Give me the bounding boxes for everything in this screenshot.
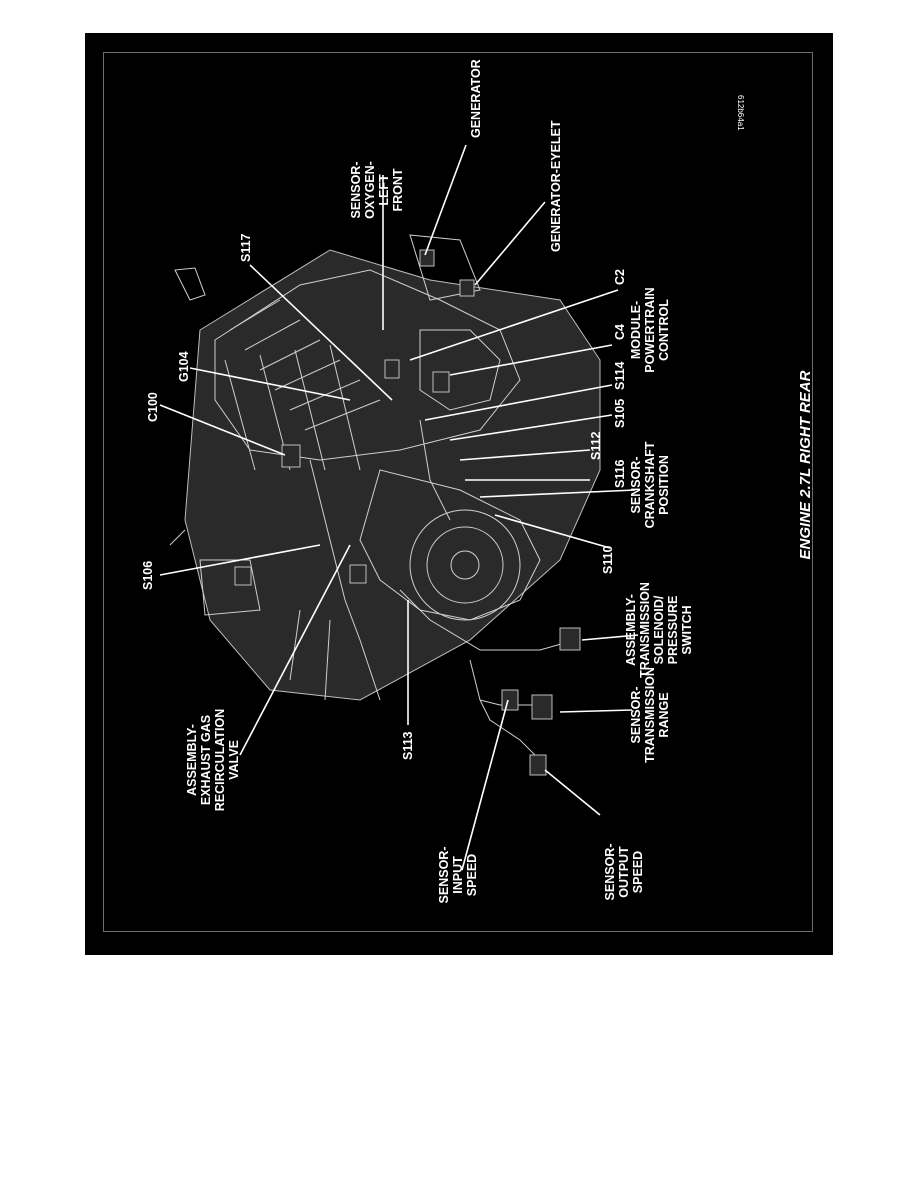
label-s112: S112 [589, 431, 603, 460]
label-c4: C4 [613, 324, 627, 340]
leader-lines [159, 144, 639, 871]
figure-caption: ENGINE 2.7L RIGHT REAR [797, 370, 814, 559]
label-c100: C100 [146, 392, 160, 422]
label-sensor-oxygen-left-front: SENSOR- OXYGEN- LEFT FRONT [349, 161, 405, 219]
label-s105: S105 [613, 399, 627, 428]
figure-code: 612b64a1 [736, 95, 745, 131]
diagram-inner-border [103, 52, 813, 932]
svg-text:VALVE: VALVE [227, 740, 241, 780]
label-generator: GENERATOR [469, 59, 483, 138]
svg-text:TRANSMISSION: TRANSMISSION [643, 667, 657, 763]
svg-text:OUTPUT: OUTPUT [617, 846, 631, 898]
label-generator-eyelet: GENERATOR-EYELET [549, 120, 563, 252]
label-sensor-transmission-range: SENSOR- TRANSMISSION RANGE [629, 667, 671, 763]
svg-text:LEFT: LEFT [377, 174, 391, 206]
svg-text:CONTROL: CONTROL [657, 299, 671, 361]
svg-text:SENSOR-: SENSOR- [349, 162, 363, 219]
svg-text:SPEED: SPEED [631, 851, 645, 893]
svg-text:MODULE-: MODULE- [629, 301, 643, 359]
label-sensor-input-speed: SENSOR- INPUT SPEED [437, 847, 479, 904]
svg-text:ASSEMBLY-: ASSEMBLY- [624, 594, 638, 666]
label-assembly-egr-valve: ASSEMBLY- EXHAUST GAS RECIRCULATION VALV… [185, 709, 241, 812]
svg-text:SENSOR-: SENSOR- [437, 847, 451, 904]
svg-text:RECIRCULATION: RECIRCULATION [213, 709, 227, 812]
svg-text:RANGE: RANGE [657, 692, 671, 737]
label-s110: S110 [601, 545, 615, 574]
svg-text:SWITCH: SWITCH [680, 605, 694, 654]
svg-text:SENSOR-: SENSOR- [603, 844, 617, 901]
label-assembly-transmission-solenoid: ASSEMBLY- TRANSMISSION SOLENOID/ PRESSUR… [624, 582, 694, 678]
svg-text:ASSEMBLY-: ASSEMBLY- [185, 724, 199, 796]
svg-text:EXHAUST GAS: EXHAUST GAS [199, 715, 213, 805]
svg-text:POSITION: POSITION [657, 455, 671, 515]
label-s113: S113 [401, 731, 415, 760]
label-module-powertrain-control: MODULE- POWERTRAIN CONTROL [629, 287, 671, 372]
svg-text:SENSOR-: SENSOR- [629, 457, 643, 514]
svg-text:SENSOR-: SENSOR- [629, 687, 643, 744]
label-s114: S114 [613, 361, 627, 390]
svg-text:PRESSURE: PRESSURE [666, 596, 680, 665]
label-s116: S116 [613, 459, 627, 488]
labels: SENSOR- OXYGEN- LEFT FRONT GENERATOR S11… [141, 59, 814, 903]
svg-text:TRANSMISSION: TRANSMISSION [638, 582, 652, 678]
label-c2: C2 [613, 269, 627, 285]
label-g104: G104 [177, 351, 191, 382]
svg-text:OXYGEN-: OXYGEN- [363, 161, 377, 219]
svg-text:SPEED: SPEED [465, 854, 479, 896]
engine-illustration [169, 234, 601, 776]
label-sensor-crankshaft-position: SENSOR- CRANKSHAFT POSITION [629, 441, 671, 528]
label-s106: S106 [141, 561, 155, 590]
label-s117: S117 [239, 233, 253, 262]
svg-text:POWERTRAIN: POWERTRAIN [643, 287, 657, 372]
svg-text:FRONT: FRONT [391, 168, 405, 211]
svg-text:SOLENOID/: SOLENOID/ [652, 595, 666, 664]
svg-text:CRANKSHAFT: CRANKSHAFT [643, 441, 657, 528]
svg-text:INPUT: INPUT [451, 856, 465, 894]
label-sensor-output-speed: SENSOR- OUTPUT SPEED [603, 844, 645, 901]
